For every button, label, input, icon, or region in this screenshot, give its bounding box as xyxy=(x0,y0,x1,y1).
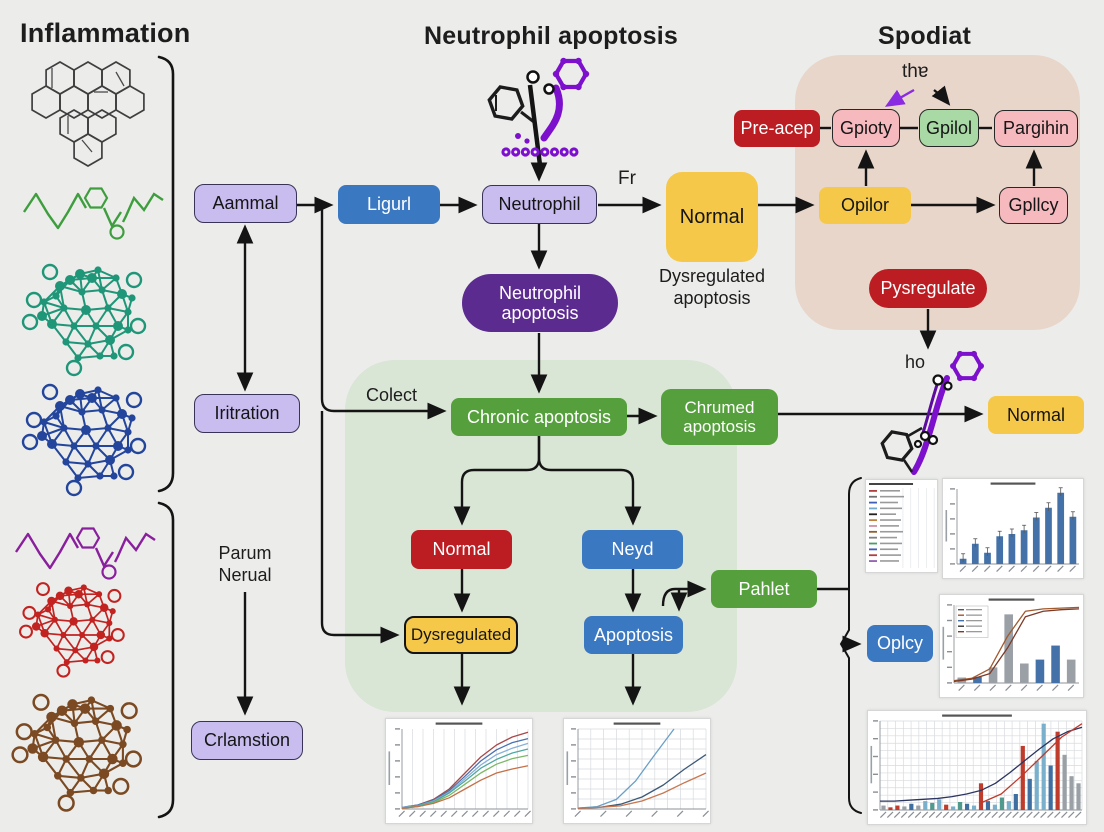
node-opilor: Opilor xyxy=(819,187,911,224)
purple-polymer-chain xyxy=(15,527,156,580)
mini-chart-bar-ascending xyxy=(942,478,1084,579)
node-oplcy: Oplcy xyxy=(867,625,933,662)
title-inflammation: Inflammation xyxy=(20,18,191,48)
node-pre-acep: Pre-acep xyxy=(734,110,820,147)
tha-purple-arrow xyxy=(884,88,915,107)
node-neyd: Neyd xyxy=(582,530,683,569)
mini-chart-legend-list xyxy=(865,479,938,573)
title-spodiat: Spodiat xyxy=(878,22,972,50)
node-normal-top: Normal xyxy=(666,172,758,262)
mini-chart-bar-wide xyxy=(867,710,1087,825)
node-pargihin: Pargihin xyxy=(994,110,1078,147)
molecule-layer xyxy=(11,57,984,812)
arrows xyxy=(236,85,1043,716)
node-iritration: Iritration xyxy=(194,394,300,433)
left-brace-bottom xyxy=(157,501,175,819)
node-apoptosis: Apoptosis xyxy=(584,616,683,654)
ligand-receptor-complex-top xyxy=(487,57,590,166)
node-chronic-apoptosis: Chronic apoptosis xyxy=(451,398,627,436)
label-dysregulated-apoptosis: Dysregulated apoptosis xyxy=(658,266,766,308)
node-pahlet: Pahlet xyxy=(711,570,817,608)
left-brace-top xyxy=(157,55,175,493)
node-pysregulate: Pysregulate xyxy=(869,269,987,308)
label-parum: Parum Nerual xyxy=(218,543,272,585)
node-neutrophil-apoptosis: Neutrophil apoptosis xyxy=(462,274,618,332)
polycyclic-aromatic-molecule xyxy=(31,61,145,167)
brown-protein-cluster xyxy=(11,693,143,812)
node-gpioty: Gpioty xyxy=(832,109,900,147)
label-tha: thɐ xyxy=(902,61,929,82)
node-chrumed-apoptosis: Chrumed apoptosis xyxy=(661,389,778,445)
node-crlamstion: Crlamstion xyxy=(191,721,303,760)
label-ho: ho xyxy=(905,352,926,372)
node-normal-red: Normal xyxy=(411,530,512,569)
mini-chart-bar-mixed xyxy=(939,594,1084,698)
title-neutrophil-apoptosis: Neutrophil apoptosis xyxy=(424,22,678,50)
node-normal-right: Normal xyxy=(988,396,1084,434)
node-dysregulated: Dysregulated xyxy=(404,616,518,654)
ligand-receptor-complex-right xyxy=(880,350,984,475)
node-neutrophil: Neutrophil xyxy=(482,185,597,224)
teal-protein-cluster xyxy=(21,263,147,377)
green-polymer-chain xyxy=(23,187,164,240)
blue-protein-cluster xyxy=(21,383,147,497)
label-fr: Fr xyxy=(618,168,636,189)
mini-chart-growth-curves xyxy=(563,718,711,824)
right-charts-brace xyxy=(839,477,862,814)
mini-chart-sigmoid-curves xyxy=(385,718,533,824)
node-aammal: Aammal xyxy=(194,184,297,223)
node-gpllcy: Gpllcy xyxy=(999,187,1068,224)
label-colect: Colect xyxy=(366,385,418,405)
node-gpilol: Gpilol xyxy=(919,109,979,147)
node-ligurl: Ligurl xyxy=(338,185,440,224)
red-protein-cluster xyxy=(19,582,125,678)
